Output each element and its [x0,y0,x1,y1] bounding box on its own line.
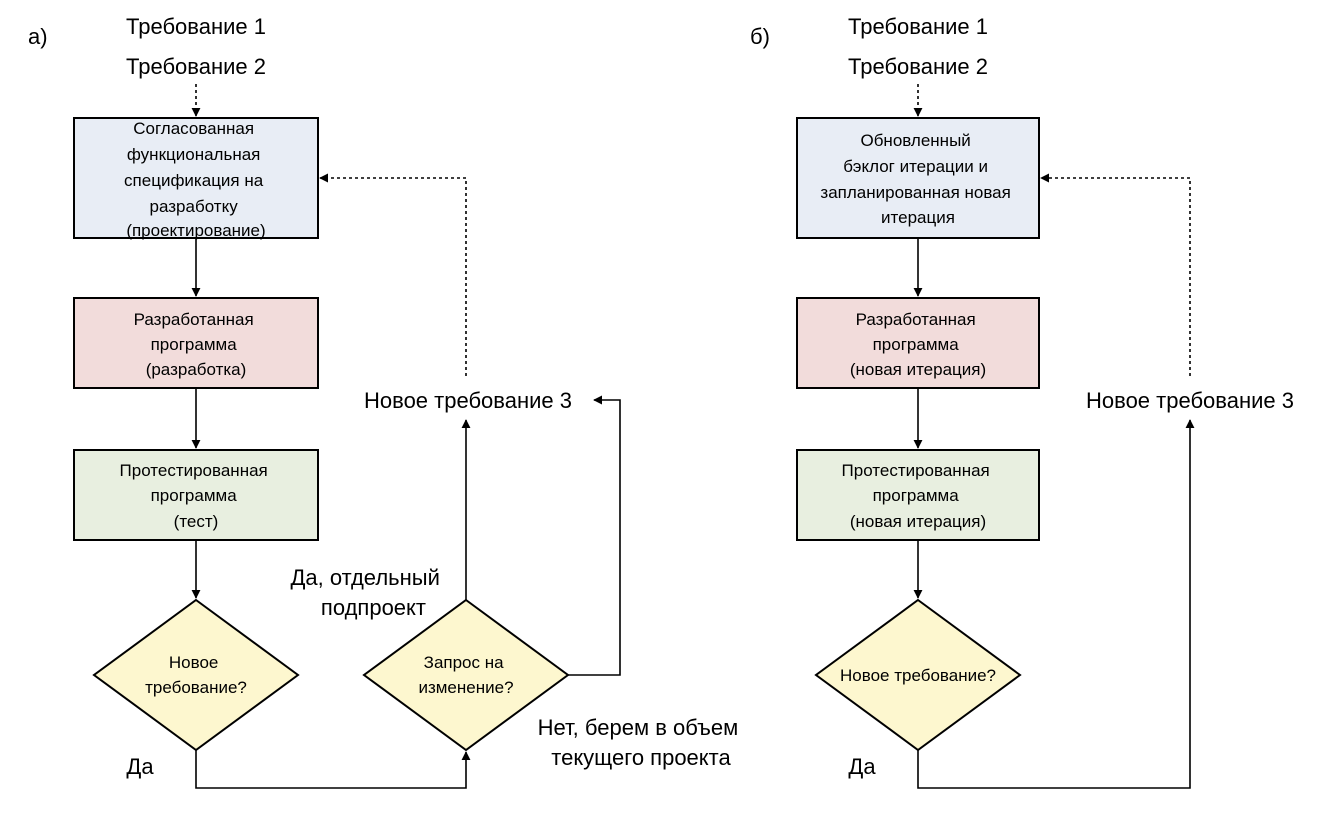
left-yes-label: Да [126,754,154,779]
left-requirement-2: Требование 2 [126,54,266,79]
right-test-box-text: Протестированная программа (новая итерац… [842,461,995,531]
right-new-requirement-diamond-text: Новое требование? [840,666,996,685]
right-yes-label: Да [848,754,876,779]
left-requirement-1: Требование 1 [126,14,266,39]
right-diagram: б) Требование 1 Требование 2 Обновленный… [750,14,1294,789]
left-dev-box [73,297,319,389]
right-dev-box [796,297,1040,389]
left-new-requirement-diamond-text: Новое требование? [145,653,247,697]
left-change-request-diamond-text: Запрос на изменение? [418,653,513,697]
left-spec-box-text: Согласованная функциональная спецификаци… [124,119,268,240]
right-backlog-box-text: Обновленный бэклог итерации и запланиров… [820,131,1015,227]
left-test-box-text: Протестированная программа (тест) [120,461,273,531]
left-no-scope-label: Нет, берем в объем текущего проекта [538,715,745,770]
right-requirement-2: Требование 2 [848,54,988,79]
left-no-to-newreq-arrow [568,395,621,676]
right-feedback-dotted-arrow [1040,173,1191,376]
right-requirement-1: Требование 1 [848,14,988,39]
right-backlog-box [796,117,1040,239]
left-change-request-diamond [362,598,570,752]
left-new-requirement-diamond [92,598,300,752]
right-label: б) [750,24,770,49]
right-new-requirement-3: Новое требование 3 [1086,388,1294,413]
left-feedback-dotted-arrow [319,173,467,376]
left-dev-box-text: Разработанная программа (разработка) [134,310,259,379]
right-yes-to-newreq-arrow [917,419,1195,789]
left-new-requirement-3: Новое требование 3 [364,388,572,413]
left-test-box [73,449,319,541]
left-diagram: а) Требование 1 Требование 2 Согласованн… [28,14,745,789]
right-dev-box-text: Разработанная программа (новая итерация) [850,310,986,379]
left-yes-separate-label: Да, отдельный подпроект [291,565,446,620]
left-label: а) [28,24,48,49]
left-yes-to-change-arrow [195,750,471,789]
right-test-box [796,449,1040,541]
